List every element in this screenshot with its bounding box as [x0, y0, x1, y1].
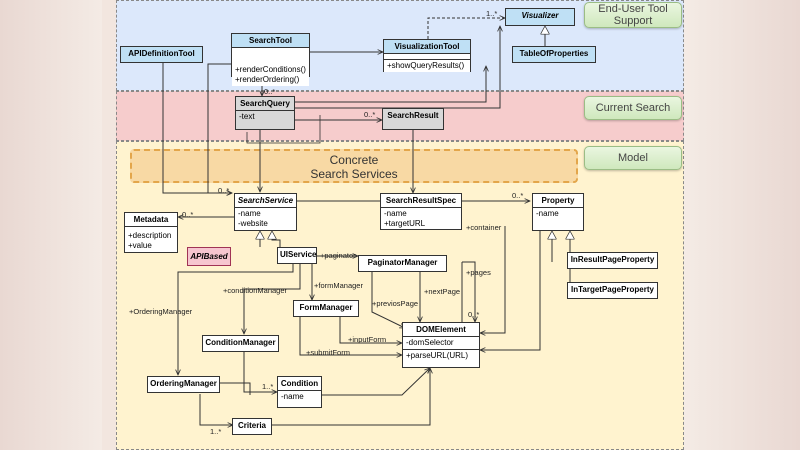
left-backdrop: [0, 0, 102, 450]
class-name: OrderingManager: [150, 379, 217, 388]
class-search-tool: SearchTool +renderConditions() +renderOr…: [231, 33, 310, 86]
attribute: -text: [239, 112, 255, 121]
multiplicity-dom-element: 0..*: [468, 310, 480, 319]
class-name: InResultPageProperty: [570, 255, 655, 264]
class-ordering-manager: OrderingManager: [147, 376, 220, 393]
class-condition-manager: ConditionManager: [202, 335, 279, 352]
class-name: SearchService: [237, 196, 294, 205]
class-condition: Condition -name: [277, 376, 322, 408]
multiplicity-visualizer: 1..*: [486, 9, 498, 18]
multiplicity-search-service: 0..*: [218, 186, 230, 195]
class-name: SearchTool: [249, 36, 292, 45]
class-name: VisualizationTool: [394, 42, 460, 51]
role-pages: +pages: [466, 268, 491, 277]
attribute: +description: [128, 231, 172, 240]
concrete-services-label: Concrete Search Services: [310, 153, 398, 181]
class-search-query: SearchQuery -text: [235, 96, 295, 130]
attribute: -website: [238, 219, 268, 228]
attributes-list: -name: [533, 207, 583, 220]
region-label-search: Current Search: [584, 96, 682, 120]
class-name: FormManager: [299, 303, 353, 312]
attributes-list: +description +value: [125, 226, 177, 252]
class-name: APIDefinitionTool: [128, 49, 195, 58]
class-property: Property -name: [532, 193, 584, 231]
class-ui-service: UIService: [277, 247, 317, 264]
class-name: Visualizer: [521, 11, 559, 20]
operations-list: +showQueryResults(): [384, 59, 470, 72]
class-name: Condition: [280, 379, 319, 388]
class-name: SearchResultSpec: [385, 196, 457, 205]
class-name: APIBased: [190, 252, 228, 261]
attributes-list: -domSelector: [403, 336, 479, 349]
right-backdrop: [684, 0, 800, 450]
class-search-result: SearchResult: [382, 108, 444, 130]
region-label-tools: End-User Tool Support: [584, 2, 682, 28]
role-next-page: +nextPage: [424, 287, 461, 296]
class-name: SearchQuery: [240, 99, 290, 108]
class-name: ConditionManager: [205, 338, 276, 347]
class-metadata: Metadata +description +value: [124, 212, 178, 253]
class-visualization-tool: VisualizationTool +showQueryResults(): [383, 39, 471, 72]
class-in-result-page-property: InResultPageProperty: [567, 252, 658, 269]
role-container: +container: [466, 223, 502, 232]
class-name: Criteria: [237, 421, 266, 430]
class-name: Metadata: [133, 215, 169, 224]
attributes-list: -name: [278, 390, 321, 403]
attributes-list: -text: [236, 110, 294, 123]
operation: +parseURL(URL): [406, 351, 469, 360]
multiplicity-search-query: 0..*: [264, 87, 276, 96]
class-in-target-page-property: InTargetPageProperty: [567, 282, 658, 299]
attribute: -name: [536, 209, 559, 218]
class-name: Property: [541, 196, 575, 205]
role-ordering-manager: +OrderingManager: [129, 307, 193, 316]
class-name: InTargetPageProperty: [571, 285, 654, 294]
class-name: DOMElement: [416, 325, 466, 334]
attribute: -domSelector: [406, 338, 454, 347]
role-condition-manager: +conditionManager: [223, 286, 288, 295]
class-search-result-spec: SearchResultSpec -name +targetURL: [380, 193, 462, 230]
multiplicity-search-result: 0..*: [364, 110, 376, 119]
attributes-list: -name -website: [235, 207, 296, 230]
attribute: +targetURL: [384, 219, 426, 228]
multiplicity-metadata: 0..*: [182, 210, 194, 219]
role-submit-form: +submitForm: [306, 348, 350, 357]
class-name: PaginatorManager: [367, 258, 438, 267]
concrete-search-services-package: Concrete Search Services: [130, 149, 578, 183]
attributes-list: -name +targetURL: [381, 207, 461, 230]
class-form-manager: FormManager: [293, 300, 359, 317]
class-visualizer: Visualizer: [505, 8, 575, 26]
role-paginator: +paginator: [320, 251, 356, 260]
class-api-based: APIBased: [187, 247, 231, 266]
operation: +showQueryResults(): [387, 61, 465, 70]
class-name: TableOfProperties: [519, 49, 589, 58]
attribute: -name: [281, 392, 304, 401]
operations-section: [232, 47, 309, 64]
role-input-form: +inputForm: [348, 335, 387, 344]
class-criteria: Criteria: [232, 418, 272, 435]
multiplicity-condition: 1..*: [262, 382, 274, 391]
operations-list: +renderConditions() +renderOrdering(): [232, 64, 309, 86]
class-table-of-properties: TableOfProperties: [512, 46, 596, 63]
multiplicity-property: 0..*: [512, 191, 524, 200]
operations-list: +parseURL(URL): [403, 349, 479, 362]
class-search-service: SearchService -name -website: [234, 193, 297, 231]
class-name: SearchResult: [387, 111, 439, 120]
role-previos-page: +previosPage: [372, 299, 419, 308]
class-name: UIService: [280, 250, 317, 259]
multiplicity-criteria: 1..*: [210, 427, 222, 436]
class-api-definition-tool: APIDefinitionTool: [120, 46, 203, 63]
role-form-manager: +formManager: [314, 281, 363, 290]
attribute: +value: [128, 241, 152, 250]
attribute: -name: [238, 209, 261, 218]
class-paginator-manager: PaginatorManager: [358, 255, 447, 272]
operation: +renderOrdering(): [235, 75, 300, 84]
attributes-section: [384, 53, 470, 59]
operation: +renderConditions(): [235, 65, 306, 74]
attribute: -name: [384, 209, 407, 218]
class-dom-element: DOMElement -domSelector +parseURL(URL): [402, 322, 480, 368]
region-label-model: Model: [584, 146, 682, 170]
